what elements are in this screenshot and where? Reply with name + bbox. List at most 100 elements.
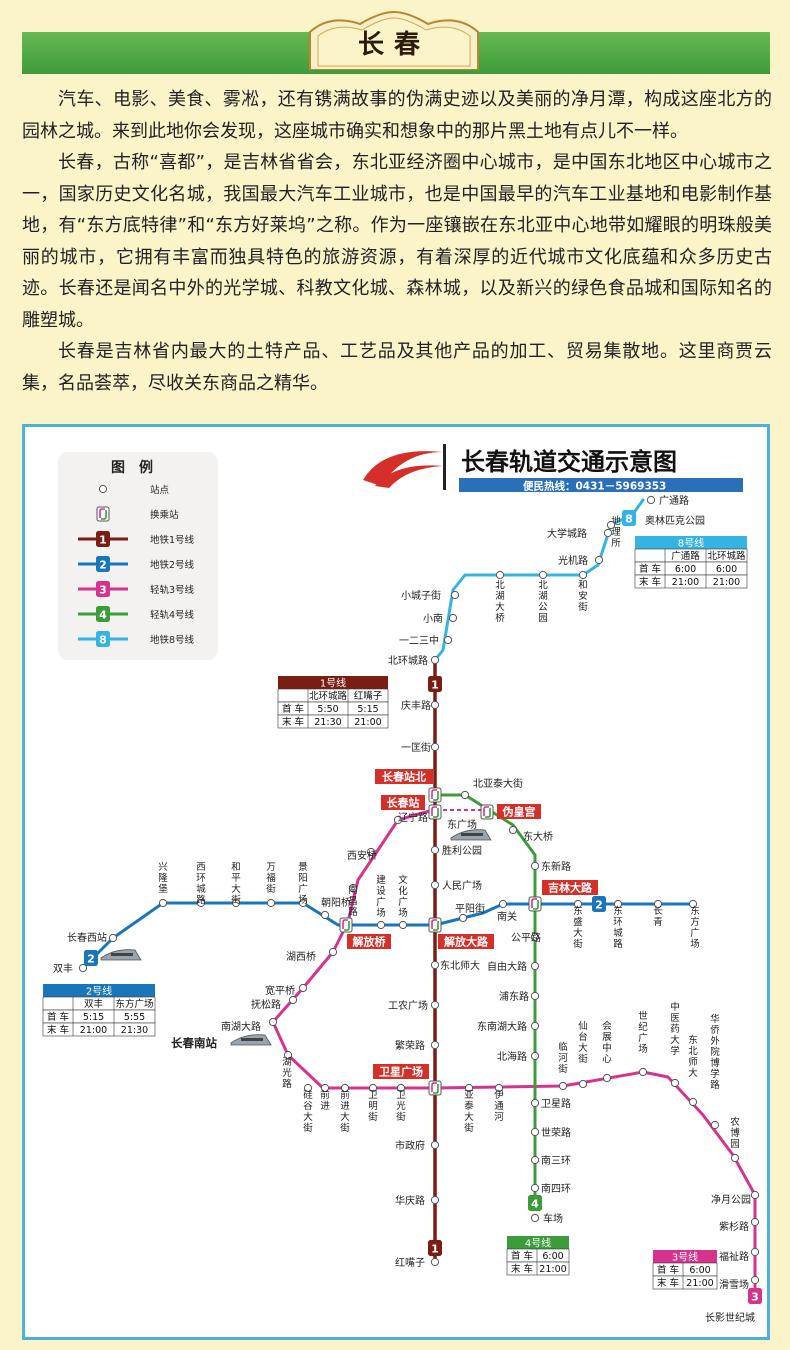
station-南昌路[interactable] (348, 883, 358, 893)
intro-paragraph-3: 长春是吉林省内最大的土特产品、工艺品及其他产品的加工、贸易集散地。这里商贾云集，… (22, 341, 772, 394)
transfer-station-legend[interactable] (96, 506, 110, 522)
station-label: 平阳街 (455, 902, 485, 915)
station-世荣路[interactable] (530, 1127, 540, 1137)
station-繁荣路[interactable] (430, 1040, 440, 1050)
station-卫明街[interactable] (368, 1083, 378, 1093)
station-南三环[interactable] (530, 1155, 540, 1165)
station-兴隆堡[interactable] (158, 898, 168, 908)
station-红嘴子[interactable] (430, 1257, 440, 1267)
station-车场[interactable] (530, 1213, 540, 1223)
station-湖光路[interactable] (283, 1050, 293, 1060)
station-朝阳桥[interactable] (320, 910, 330, 920)
station-西环城路[interactable] (196, 898, 206, 908)
station-北环城路[interactable] (430, 655, 440, 665)
station-光机路[interactable] (594, 555, 604, 565)
station-前进大街[interactable] (340, 1083, 350, 1093)
svg-text:桥: 桥 (495, 612, 505, 624)
station-东环城路[interactable] (613, 899, 623, 909)
station-label: 光机路 (558, 554, 588, 567)
svg-text:通: 通 (494, 1101, 504, 1112)
station-湖西桥[interactable] (328, 947, 338, 957)
station-小城子街[interactable] (450, 590, 460, 600)
station-硅谷大街[interactable] (303, 1083, 313, 1093)
transfer-station-长春站[interactable] (428, 804, 442, 820)
station-华侨外院博学路[interactable] (710, 1120, 720, 1130)
station-世纪广场[interactable] (638, 1067, 648, 1077)
station-自由大路[interactable] (530, 961, 540, 971)
station-亚泰大街[interactable] (464, 1083, 474, 1093)
station-建设广场[interactable] (376, 920, 386, 930)
station-地理所[interactable] (603, 528, 613, 538)
station-南四环[interactable] (530, 1183, 540, 1193)
svg-text:青: 青 (653, 916, 663, 928)
label-长春站北: 长春站北 (375, 769, 433, 784)
station-文化广场[interactable] (398, 920, 408, 930)
station-宽平桥[interactable] (298, 983, 308, 993)
station-辽宁路[interactable] (393, 815, 403, 825)
svg-text:场: 场 (638, 1044, 648, 1055)
station-卫光街[interactable] (396, 1083, 406, 1093)
transfer-station-解放桥[interactable] (339, 917, 353, 933)
station-东北师大[interactable] (688, 1097, 698, 1107)
station-景阳广场[interactable] (298, 898, 308, 908)
station-工农广场[interactable] (430, 1000, 440, 1010)
station-长青[interactable] (653, 899, 663, 909)
station-一二三中[interactable] (443, 635, 453, 645)
station-东方广场[interactable] (688, 899, 698, 909)
station-华庆路[interactable] (430, 1195, 440, 1205)
svg-text:广: 广 (398, 896, 408, 908)
transfer-station-解放大路[interactable] (428, 917, 442, 933)
station-北亚泰大街[interactable] (460, 790, 470, 800)
station-东南湖大路[interactable] (530, 1021, 540, 1031)
station-卫星路[interactable] (530, 1098, 540, 1108)
station-和平大街[interactable] (231, 898, 241, 908)
station-农博园[interactable] (730, 1153, 740, 1163)
station-会展中心[interactable] (602, 1073, 612, 1083)
station-胜利公园[interactable] (430, 845, 440, 855)
station-紫杉路[interactable] (750, 1217, 760, 1227)
station-小南[interactable] (448, 613, 458, 623)
station-浦东路[interactable] (530, 991, 540, 1001)
station-和安街[interactable] (578, 570, 588, 580)
station-伊通河[interactable] (494, 1083, 504, 1093)
station-西安桥[interactable] (366, 847, 376, 857)
station-庆丰路[interactable] (430, 700, 440, 710)
station-南湖大路[interactable] (268, 1017, 278, 1027)
station-中医药大学[interactable] (670, 1078, 680, 1088)
station-长春西站[interactable] (108, 933, 118, 943)
station-一匡街[interactable] (430, 742, 440, 752)
station-市政府[interactable] (430, 1140, 440, 1150)
station-北海路[interactable] (530, 1051, 540, 1061)
station-广通路[interactable] (646, 495, 656, 505)
svg-text:华: 华 (710, 1013, 720, 1025)
station-临河街[interactable] (558, 1081, 568, 1091)
station-前进[interactable] (320, 1083, 330, 1093)
station-人民广场[interactable] (430, 880, 440, 890)
station-东盛大街[interactable] (573, 899, 583, 909)
station-福祉路[interactable] (750, 1247, 760, 1257)
station-label: 临河街 (558, 1041, 568, 1075)
station-平阳街[interactable] (458, 913, 468, 923)
station-万福街[interactable] (266, 898, 276, 908)
transfer-station-卫星广场[interactable] (428, 1080, 442, 1096)
station-东新路[interactable] (530, 861, 540, 871)
transfer-station-伪皇宫[interactable] (480, 804, 494, 820)
svg-text:兴: 兴 (158, 862, 168, 873)
station-仙台大街[interactable] (578, 1079, 588, 1089)
station-公平路[interactable] (530, 932, 540, 942)
station-大学城路[interactable] (606, 520, 616, 530)
station-滑雪场[interactable] (750, 1275, 760, 1285)
station-南关[interactable] (498, 899, 508, 909)
station-北湖大桥[interactable] (495, 570, 505, 580)
station-净月公园[interactable] (750, 1190, 760, 1200)
station-抚松路[interactable] (288, 995, 298, 1005)
station-双丰[interactable] (78, 963, 88, 973)
station-东北师大[interactable] (430, 960, 440, 970)
station-东大桥[interactable] (508, 825, 518, 835)
station-北湖公园[interactable] (538, 570, 548, 580)
transfer-station-长春站北[interactable] (428, 787, 442, 803)
station-legend[interactable] (98, 484, 108, 494)
transfer-station-吉林大路[interactable] (528, 896, 542, 912)
